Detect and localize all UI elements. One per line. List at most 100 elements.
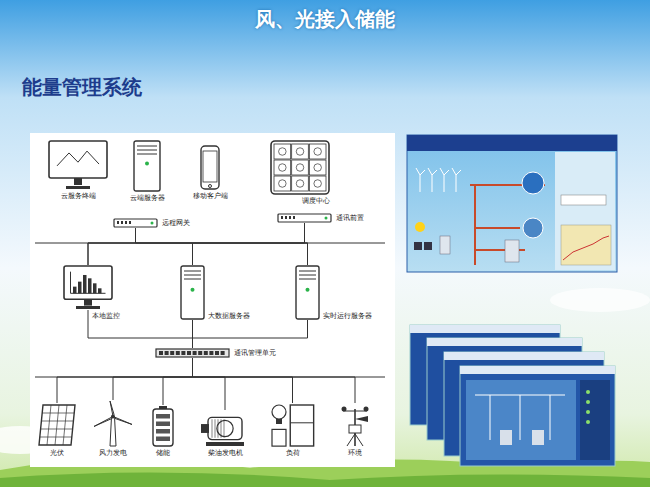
mini-chart	[561, 225, 611, 265]
drive-bay	[184, 275, 201, 276]
turbine-tower	[110, 416, 116, 446]
power-led	[191, 288, 195, 292]
device-icon	[270, 140, 330, 195]
device-case	[114, 219, 157, 227]
cabinet-icon	[532, 430, 544, 445]
cloud	[550, 288, 650, 312]
network-link	[193, 320, 308, 348]
chart-line	[563, 236, 609, 260]
device-caption: 负荷	[286, 449, 300, 457]
scada-screenshot	[407, 135, 617, 272]
device-port	[129, 221, 131, 224]
slide-title: 风、光接入储能	[0, 6, 650, 33]
device-node: 通讯管理单元	[155, 348, 230, 358]
device-node: 环境	[340, 403, 370, 447]
device-node: 柴油发电机	[200, 410, 250, 447]
video-wall-cell	[309, 144, 326, 159]
device-icon	[93, 400, 133, 447]
cabinet-icon	[440, 236, 450, 254]
chart-bar	[93, 283, 97, 293]
drive-bay	[137, 150, 157, 151]
device-caption: 通讯管理单元	[234, 349, 276, 357]
device-icon	[155, 348, 230, 358]
device-caption: 实时运行服务器	[323, 312, 372, 320]
device-caption: 环境	[348, 449, 362, 457]
device-node: 调度中心	[270, 140, 330, 195]
cooling-fin	[224, 419, 225, 438]
sensor-box	[349, 425, 361, 433]
battery-body	[153, 409, 173, 446]
status-box	[561, 195, 606, 205]
server-case	[296, 266, 319, 319]
window-header	[460, 366, 615, 374]
anemometer-arm	[343, 411, 367, 412]
generator-body	[208, 417, 242, 439]
device-caption: 云端服务器	[130, 194, 165, 202]
diagram-panel	[30, 133, 395, 467]
switch-port	[209, 351, 213, 355]
cooling-fin	[212, 419, 213, 438]
video-wall-frame	[271, 141, 329, 194]
device-node: 移动客户端	[200, 145, 220, 190]
cooling-fin	[221, 419, 222, 438]
chart-bar	[78, 282, 82, 294]
window-content	[466, 380, 576, 460]
switch-case	[156, 349, 229, 357]
device-node: 实时运行服务器	[295, 265, 320, 320]
video-wall-cell	[292, 160, 309, 175]
switch-port	[204, 351, 208, 355]
cell-glyph	[279, 180, 287, 188]
server-case	[181, 266, 204, 319]
power-led	[306, 288, 310, 292]
battery-level	[156, 414, 170, 419]
cabinet-door	[290, 422, 314, 423]
device-node: 储能	[152, 405, 174, 447]
device-caption: 光伏	[50, 449, 64, 457]
device-caption: 通讯前置	[336, 214, 364, 222]
generator-shaft	[201, 424, 209, 433]
anemometer-cup	[342, 407, 347, 412]
device-port	[293, 216, 295, 219]
device-caption: 大数据服务器	[208, 312, 250, 320]
switch-port	[198, 351, 202, 355]
device-icon	[180, 265, 205, 320]
video-wall-cell	[274, 144, 291, 159]
device-icon	[48, 140, 108, 190]
chart-line	[57, 151, 99, 166]
building-icon	[523, 218, 543, 238]
device-caption: 移动客户端	[193, 192, 228, 200]
phone-body	[201, 146, 219, 189]
switch-port	[165, 351, 169, 355]
device-icon	[340, 403, 370, 447]
device-node: 风力发电	[93, 400, 133, 447]
generator-base	[206, 442, 244, 446]
screen-header	[407, 135, 617, 151]
network-link	[136, 228, 193, 265]
device-node: 云服务终端	[48, 140, 108, 190]
window-header	[444, 352, 604, 360]
window-header	[410, 325, 560, 333]
drive-bay	[299, 275, 316, 276]
network-link	[88, 223, 305, 265]
device-icon	[63, 265, 113, 310]
screen-frame	[407, 135, 617, 272]
generator-rotor	[217, 420, 233, 436]
device-led	[151, 222, 154, 225]
battery-level	[156, 437, 170, 442]
monitor-neck	[84, 299, 92, 305]
cabinet-icon	[500, 430, 512, 445]
grass	[0, 472, 650, 487]
bulb	[272, 405, 286, 419]
video-wall-cell	[274, 160, 291, 175]
network-link	[193, 223, 305, 265]
wind-vane	[355, 416, 368, 422]
pv-icon	[424, 242, 432, 250]
device-port	[117, 221, 119, 224]
device-icon	[152, 405, 174, 447]
video-wall-cell	[309, 160, 326, 175]
turbine-blade	[94, 416, 113, 426]
device-node: 云端服务器	[133, 140, 161, 192]
device-node: 负荷	[270, 403, 315, 447]
battery-level	[156, 429, 170, 434]
